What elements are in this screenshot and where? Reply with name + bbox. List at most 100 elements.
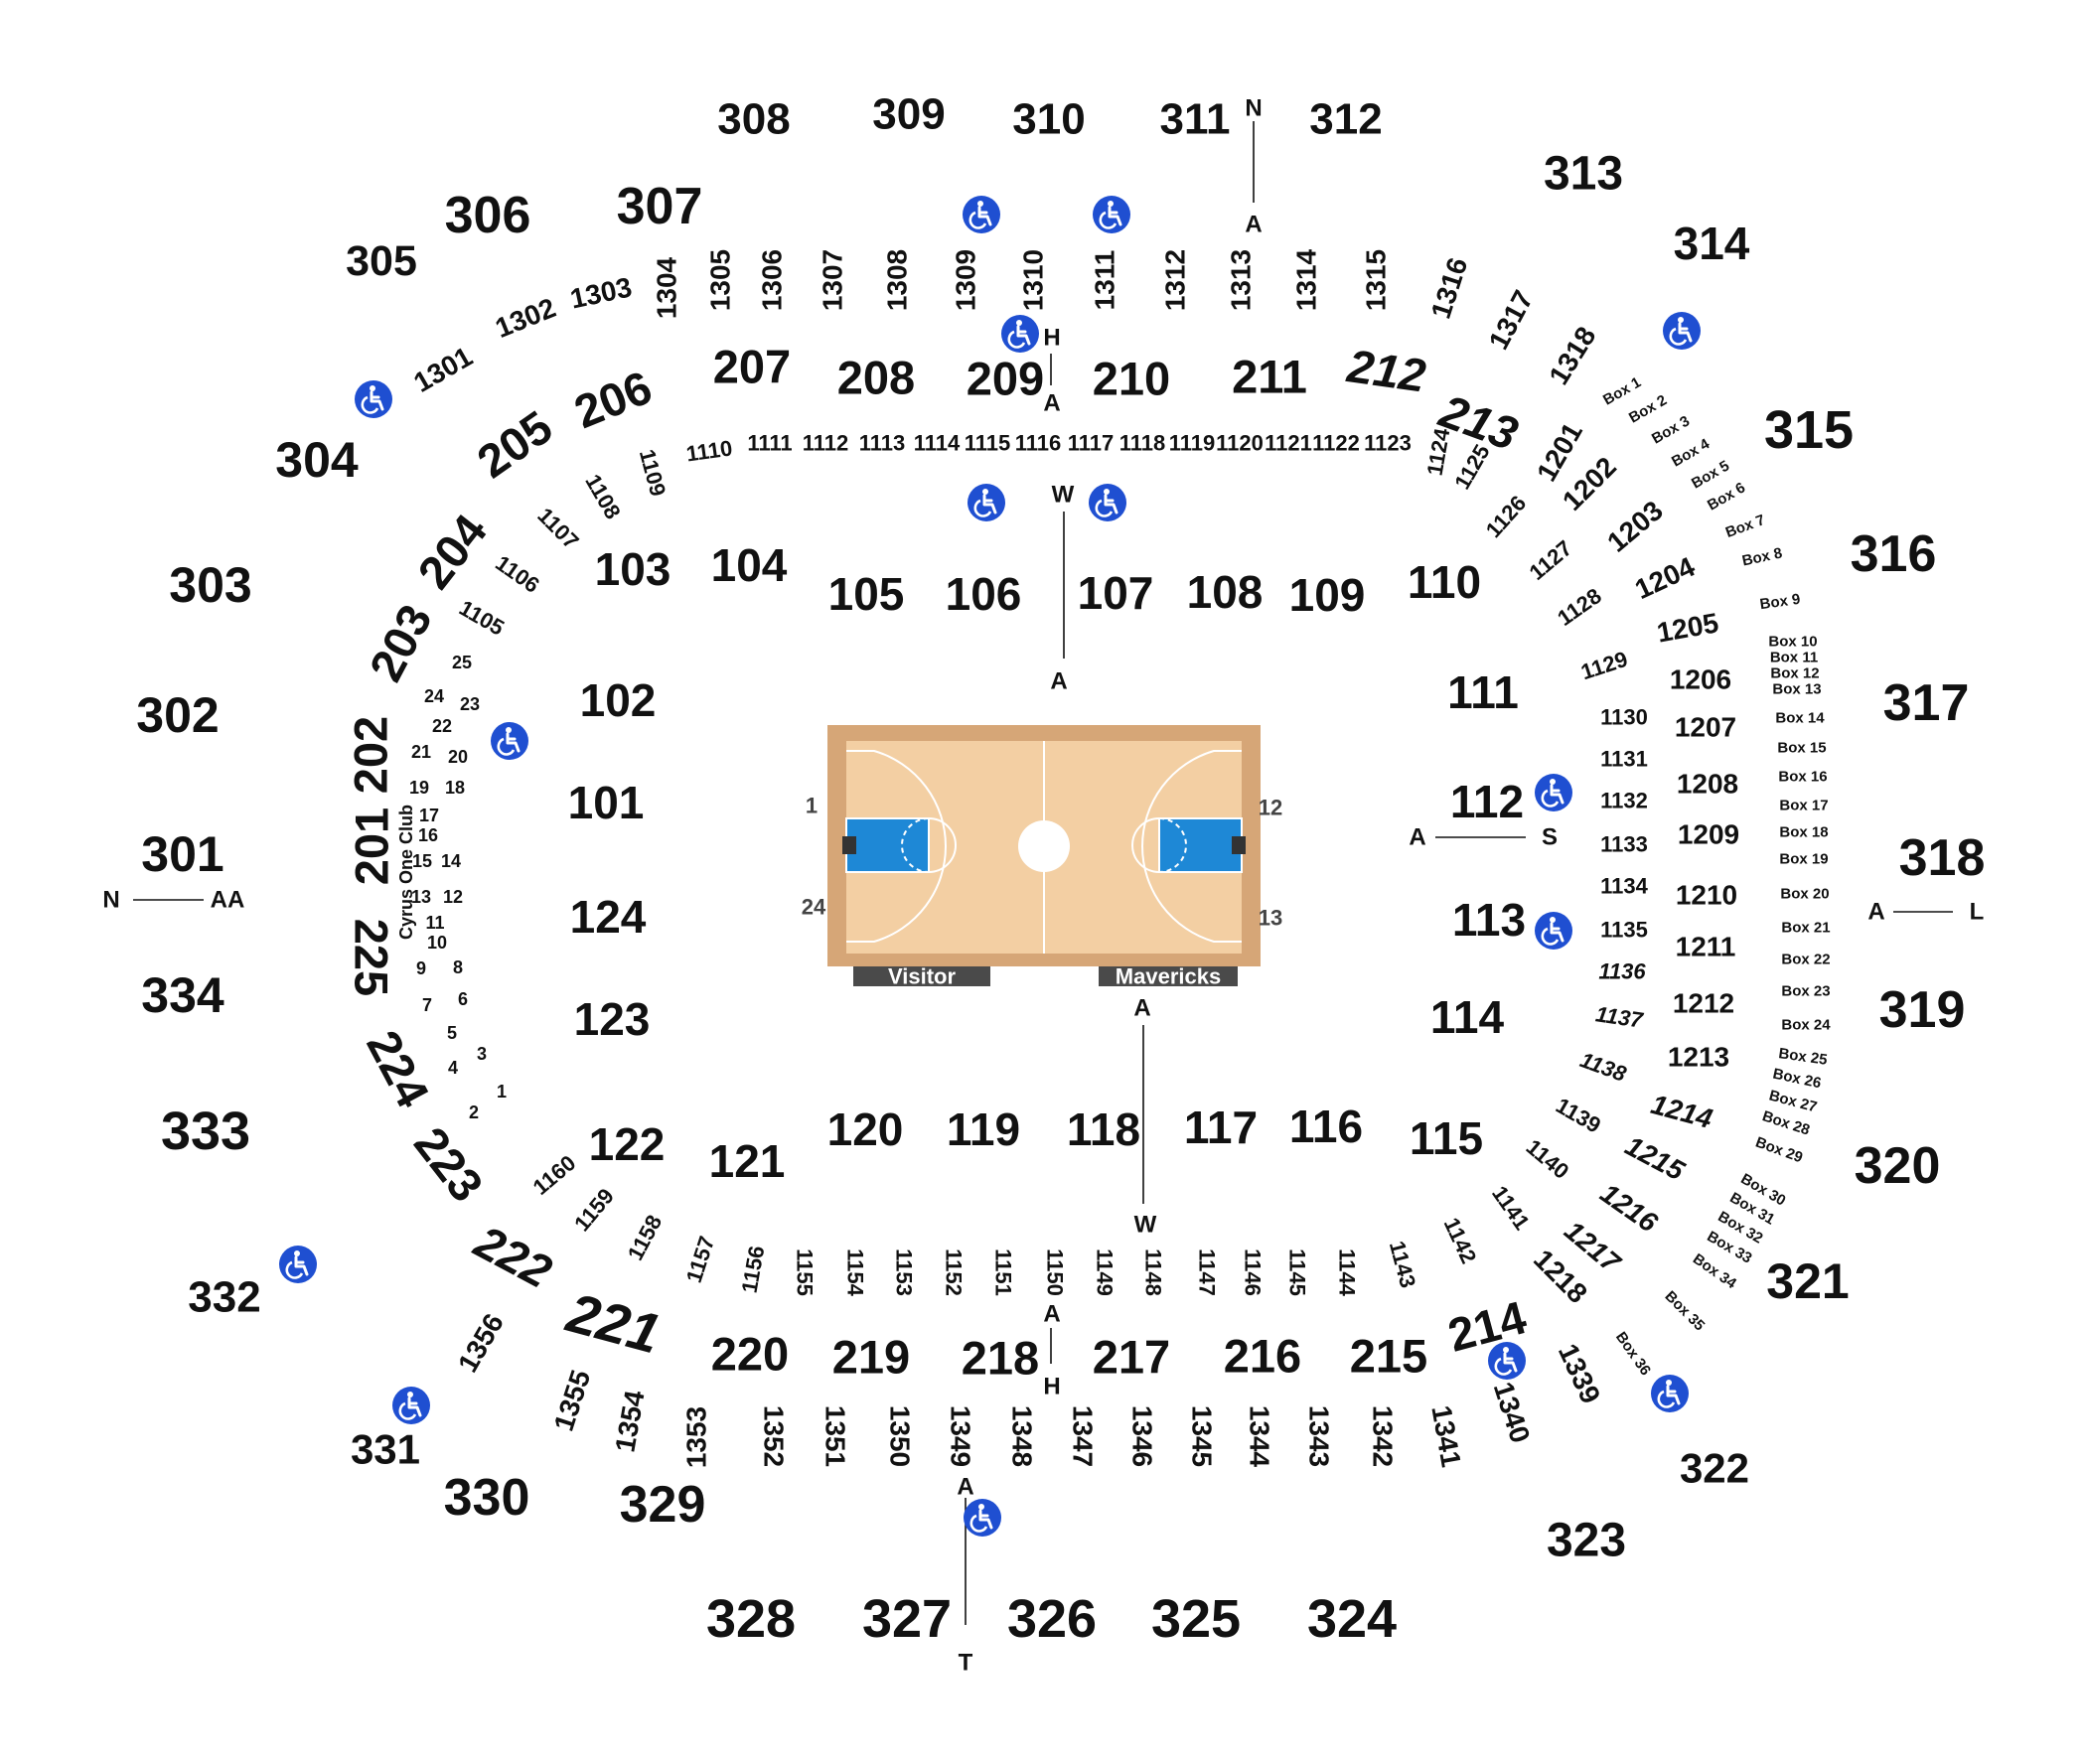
section-label[interactable]: 1311: [1090, 250, 1120, 311]
section-label[interactable]: 1117: [1068, 431, 1115, 456]
club-seat[interactable]: 8: [453, 957, 463, 977]
section-label[interactable]: 107: [1078, 567, 1154, 619]
section-label[interactable]: 1159: [569, 1184, 619, 1237]
section-label[interactable]: 1155: [793, 1249, 818, 1296]
section-label[interactable]: 1114: [914, 431, 961, 456]
box-label[interactable]: Box 18: [1779, 824, 1828, 841]
section-label[interactable]: 328: [706, 1589, 796, 1649]
box-label[interactable]: Box 11: [1770, 650, 1818, 666]
section-label[interactable]: 216: [1224, 1330, 1301, 1383]
section-label[interactable]: 124: [570, 891, 647, 943]
section-label[interactable]: 212: [1343, 339, 1428, 402]
section-label[interactable]: 321: [1766, 1253, 1849, 1309]
section-label[interactable]: 1307: [818, 249, 848, 311]
box-label[interactable]: Box 3: [1649, 412, 1693, 447]
section-label[interactable]: 1306: [757, 249, 788, 311]
section-label[interactable]: 1354: [609, 1388, 650, 1454]
section-label[interactable]: 1147: [1195, 1249, 1220, 1296]
section-label[interactable]: 118: [1067, 1103, 1140, 1155]
section-label[interactable]: 1116: [1015, 431, 1062, 456]
section-label[interactable]: 1121: [1265, 431, 1312, 456]
section-label[interactable]: 206: [567, 361, 660, 439]
club-seat[interactable]: 20: [448, 747, 468, 767]
section-label[interactable]: 306: [445, 187, 531, 244]
section-label[interactable]: 113: [1452, 894, 1526, 946]
section-label[interactable]: 332: [188, 1273, 260, 1322]
club-seat[interactable]: 14: [441, 851, 461, 871]
section-label[interactable]: 1341: [1425, 1403, 1466, 1470]
club-seat[interactable]: 13: [411, 887, 431, 907]
section-label[interactable]: 1145: [1285, 1249, 1310, 1296]
section-label[interactable]: 104: [711, 539, 788, 591]
section-label[interactable]: 1130: [1600, 705, 1648, 730]
section-label[interactable]: 1350: [885, 1405, 916, 1467]
section-label[interactable]: 1205: [1655, 607, 1721, 648]
section-label[interactable]: 1137: [1594, 1001, 1646, 1033]
section-label[interactable]: 1108: [580, 470, 626, 523]
section-label[interactable]: 1115: [965, 431, 1011, 456]
section-label[interactable]: 1110: [684, 435, 734, 466]
box-label[interactable]: Box 9: [1759, 591, 1802, 614]
section-label[interactable]: 1144: [1335, 1249, 1360, 1296]
section-label[interactable]: 1149: [1093, 1249, 1118, 1296]
club-seat[interactable]: 17: [419, 806, 439, 825]
section-label[interactable]: 225: [346, 919, 398, 996]
section-label[interactable]: 208: [837, 352, 915, 404]
section-label[interactable]: 106: [946, 568, 1022, 620]
club-seat[interactable]: 23: [460, 694, 480, 714]
box-label[interactable]: Box 21: [1781, 920, 1830, 937]
section-label[interactable]: 325: [1151, 1589, 1241, 1649]
box-label[interactable]: Box 13: [1772, 681, 1821, 698]
section-label[interactable]: 1122: [1312, 431, 1360, 456]
club-seat[interactable]: 25: [452, 653, 472, 672]
section-label[interactable]: 112: [1450, 776, 1524, 827]
section-label[interactable]: 312: [1309, 95, 1382, 144]
section-label[interactable]: 1146: [1241, 1249, 1266, 1296]
club-seat[interactable]: 10: [427, 933, 447, 953]
section-label[interactable]: 309: [872, 90, 945, 139]
section-label[interactable]: 331: [351, 1426, 420, 1473]
section-label[interactable]: 1303: [567, 271, 634, 314]
club-seat[interactable]: 4: [448, 1058, 458, 1078]
box-label[interactable]: Box 19: [1779, 851, 1828, 868]
section-label[interactable]: 105: [828, 568, 905, 620]
section-label[interactable]: 1154: [843, 1249, 868, 1296]
section-label[interactable]: 1157: [681, 1233, 720, 1285]
section-label[interactable]: 203: [359, 596, 442, 689]
box-label[interactable]: Box 23: [1781, 983, 1830, 1000]
section-label[interactable]: 221: [560, 1280, 668, 1365]
section-label[interactable]: 314: [1674, 218, 1750, 269]
section-label[interactable]: 1206: [1670, 664, 1731, 695]
section-label[interactable]: 123: [574, 993, 651, 1045]
section-label[interactable]: 1213: [1668, 1042, 1729, 1073]
section-label[interactable]: 1210: [1676, 880, 1737, 911]
section-label[interactable]: 1316: [1425, 254, 1474, 323]
section-label[interactable]: 302: [136, 687, 219, 743]
section-label[interactable]: 1302: [491, 292, 559, 344]
section-label[interactable]: 102: [580, 674, 657, 726]
section-label[interactable]: 122: [589, 1118, 666, 1170]
section-label[interactable]: 1141: [1487, 1181, 1535, 1234]
section-label[interactable]: 224: [357, 1022, 440, 1115]
section-label[interactable]: 1346: [1127, 1405, 1158, 1467]
section-label[interactable]: 1160: [528, 1150, 581, 1200]
section-label[interactable]: 111: [1447, 666, 1519, 718]
section-label[interactable]: 1105: [455, 595, 509, 641]
club-seat[interactable]: 1: [497, 1082, 507, 1102]
box-label[interactable]: Box 29: [1753, 1134, 1805, 1167]
section-label[interactable]: 1207: [1675, 712, 1736, 743]
section-label[interactable]: 310: [1012, 95, 1085, 144]
section-label[interactable]: 1204: [1630, 551, 1700, 606]
section-label[interactable]: 1211: [1676, 932, 1736, 962]
section-label[interactable]: 1305: [705, 249, 736, 311]
section-label[interactable]: 204: [407, 505, 497, 598]
box-label[interactable]: Box 35: [1662, 1288, 1709, 1335]
section-label[interactable]: 210: [1093, 353, 1170, 405]
section-label[interactable]: 1126: [1481, 491, 1532, 542]
club-seat[interactable]: 5: [447, 1023, 457, 1043]
section-label[interactable]: 1152: [942, 1249, 967, 1296]
section-label[interactable]: 305: [346, 237, 417, 285]
section-label[interactable]: 1124: [1422, 426, 1455, 478]
section-label[interactable]: 324: [1307, 1589, 1397, 1649]
section-label[interactable]: 323: [1547, 1515, 1626, 1567]
